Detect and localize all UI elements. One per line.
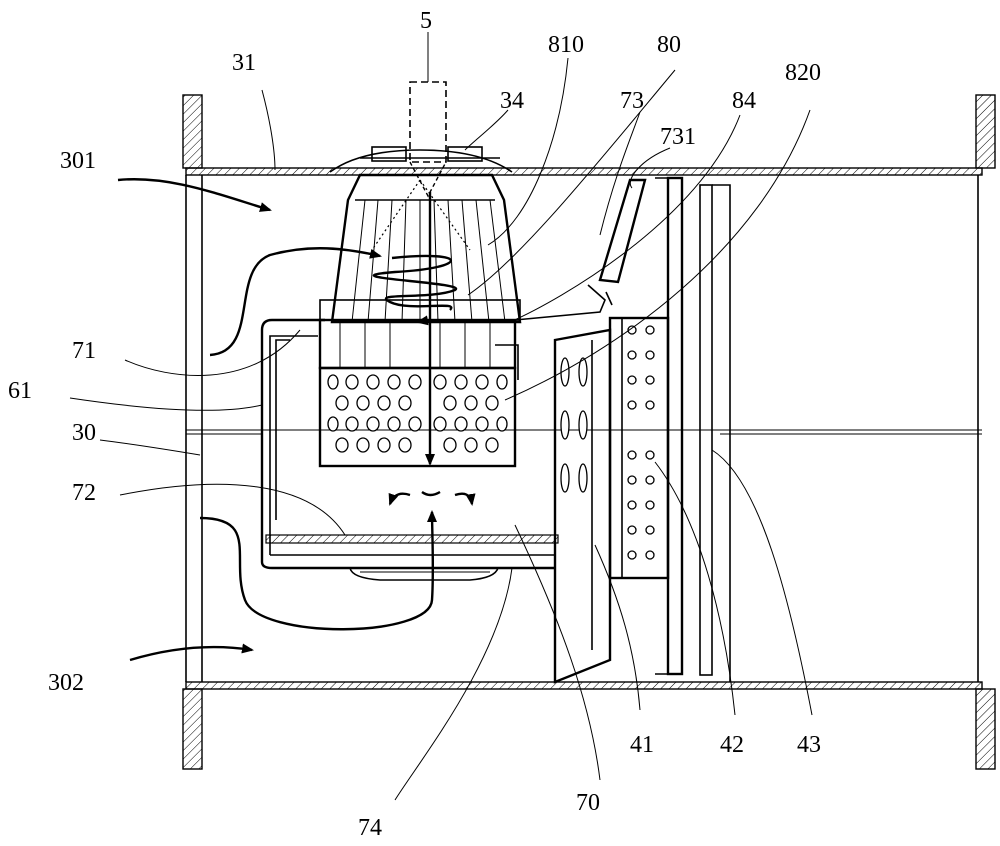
label-810: 810 [548,32,584,58]
label-42: 42 [720,732,744,758]
label-73: 73 [620,88,644,114]
label-71: 71 [72,338,96,364]
flow-arrows [117,178,476,662]
basket-holes [327,374,508,453]
plate-42 [608,316,670,580]
label-74: 74 [358,815,382,841]
swirl-flow [372,192,458,466]
inlet-5 [409,81,447,198]
nozzle-ribs [351,199,506,323]
pipe-body [182,94,996,770]
label-820: 820 [785,60,821,86]
label-5: 5 [420,8,432,34]
label-34: 34 [500,88,524,114]
leader-lines [69,32,813,801]
label-30: 30 [72,420,96,446]
label-70: 70 [576,790,600,816]
label-80: 80 [657,32,681,58]
plate-41 [553,328,612,684]
inner-chamber [260,318,559,581]
label-61: 61 [8,378,32,404]
label-84: 84 [732,88,756,114]
perforated-basket [318,366,517,468]
callout-labels: 5 31 810 80 34 73 84 820 731 301 71 61 3… [8,8,821,841]
label-301: 301 [60,148,96,174]
label-731: 731 [660,124,696,150]
nozzle-assembly [318,146,522,468]
label-41: 41 [630,732,654,758]
label-43: 43 [797,732,821,758]
label-31: 31 [232,50,256,76]
label-72: 72 [72,480,96,506]
plate-42-holes [627,325,655,560]
label-302: 302 [48,670,84,696]
deflector-73 [514,178,647,321]
plate-43 [655,176,731,682]
